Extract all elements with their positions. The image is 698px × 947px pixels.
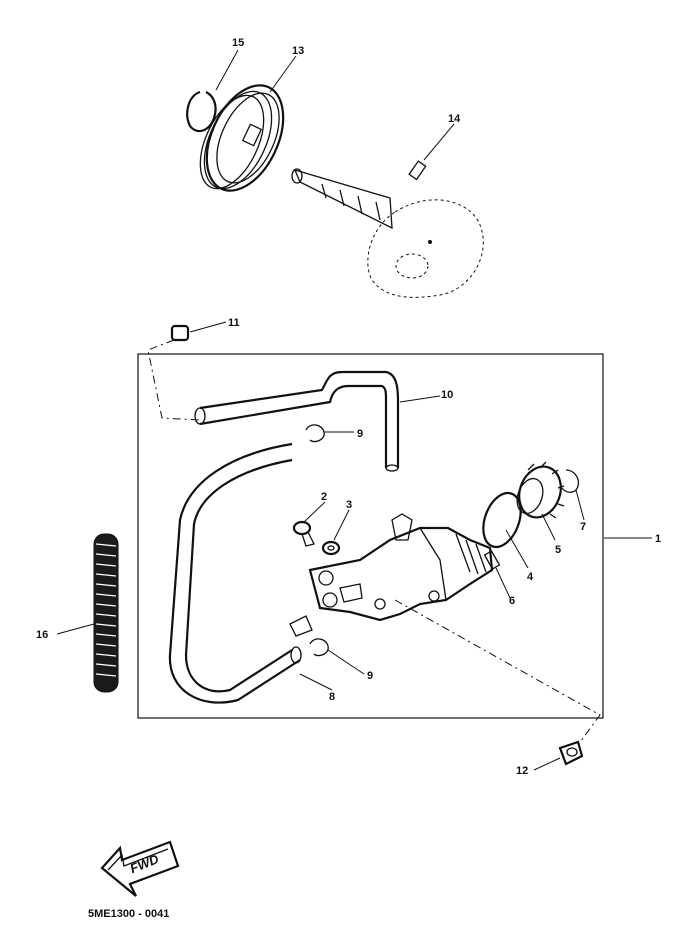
pin-part-14 xyxy=(408,160,427,181)
leader-lines xyxy=(56,49,652,771)
clip-part-9-lower xyxy=(309,638,329,657)
callout-6: 6 xyxy=(509,595,515,607)
clip-part-9-upper xyxy=(305,424,325,443)
hose-part-10 xyxy=(194,370,400,472)
forward-arrow-icon: FWD xyxy=(100,840,180,897)
callout-7: 7 xyxy=(580,521,586,533)
fwd-label: FWD xyxy=(128,851,162,876)
pulley-part-13 xyxy=(199,84,285,192)
callout-8: 8 xyxy=(329,691,335,703)
plug-part-11 xyxy=(170,324,190,342)
diagram-code: 5ME1300 - 0041 xyxy=(88,908,169,920)
bolt-part-2 xyxy=(292,520,315,547)
circlip-part-7 xyxy=(561,469,580,493)
callout-16: 16 xyxy=(36,629,48,641)
oil-pump-part-1 xyxy=(289,513,494,637)
callout-2: 2 xyxy=(321,491,327,503)
callout-5: 5 xyxy=(555,544,561,556)
callout-4: 4 xyxy=(527,571,534,583)
callout-1: 1 xyxy=(655,533,661,545)
callout-9-lower: 9 xyxy=(367,670,373,682)
spring-part-16 xyxy=(93,533,119,693)
callout-13: 13 xyxy=(292,45,304,57)
callout-15: 15 xyxy=(232,37,244,49)
callout-10: 10 xyxy=(441,389,453,401)
callout-12: 12 xyxy=(516,765,528,777)
callout-11: 11 xyxy=(228,317,240,329)
crankshaft xyxy=(291,168,393,230)
bolt-part-12 xyxy=(558,740,584,766)
washer-part-3 xyxy=(321,540,341,556)
assembly-frame xyxy=(137,353,604,719)
pin-part-6 xyxy=(483,550,501,570)
o-ring-part-4 xyxy=(482,491,522,549)
crankcase-cover-outline xyxy=(367,199,484,298)
reference-line-bottom xyxy=(394,599,601,746)
callout-14: 14 xyxy=(448,113,461,125)
callout-9-upper: 9 xyxy=(357,428,363,440)
circlip-part-15 xyxy=(186,90,217,133)
callout-3: 3 xyxy=(346,499,352,511)
reference-line-top xyxy=(147,339,201,421)
gear-part-5 xyxy=(516,461,565,519)
hose-part-8 xyxy=(168,442,302,704)
